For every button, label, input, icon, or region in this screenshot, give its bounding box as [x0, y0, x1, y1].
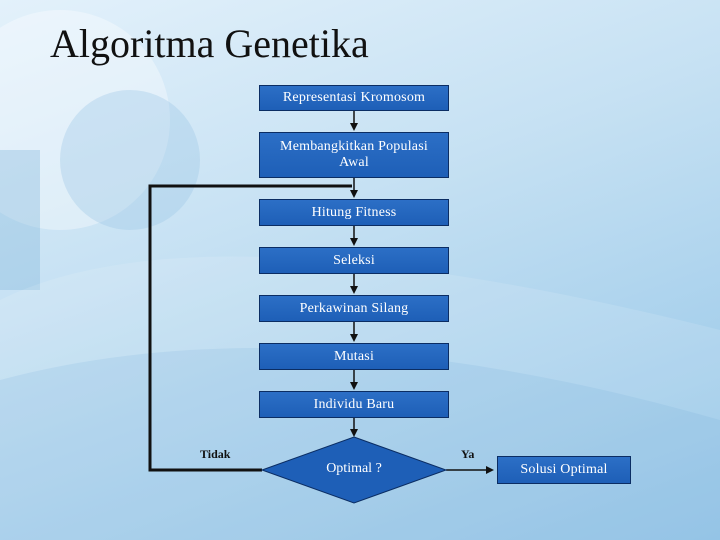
no-branch-label: Tidak — [200, 447, 231, 461]
loop-back-line — [148, 184, 352, 472]
step-seleksi: Seleksi — [259, 247, 449, 274]
step-mutasi: Mutasi — [259, 343, 449, 370]
result-solusi-optimal: Solusi Optimal — [497, 456, 631, 484]
step-individu-baru: Individu Baru — [259, 391, 449, 418]
slide-title: Algoritma Genetika — [50, 21, 369, 66]
decision-label: Optimal ? — [326, 461, 382, 476]
step-representasi-kromosom: Representasi Kromosom — [259, 85, 449, 111]
yes-branch-label: Ya — [461, 447, 475, 461]
step-perkawinan-silang: Perkawinan Silang — [259, 295, 449, 322]
step-hitung-fitness: Hitung Fitness — [259, 199, 449, 226]
step-membangkitkan-populasi: Membangkitkan Populasi Awal — [259, 132, 449, 178]
decision-diamond — [260, 436, 448, 504]
